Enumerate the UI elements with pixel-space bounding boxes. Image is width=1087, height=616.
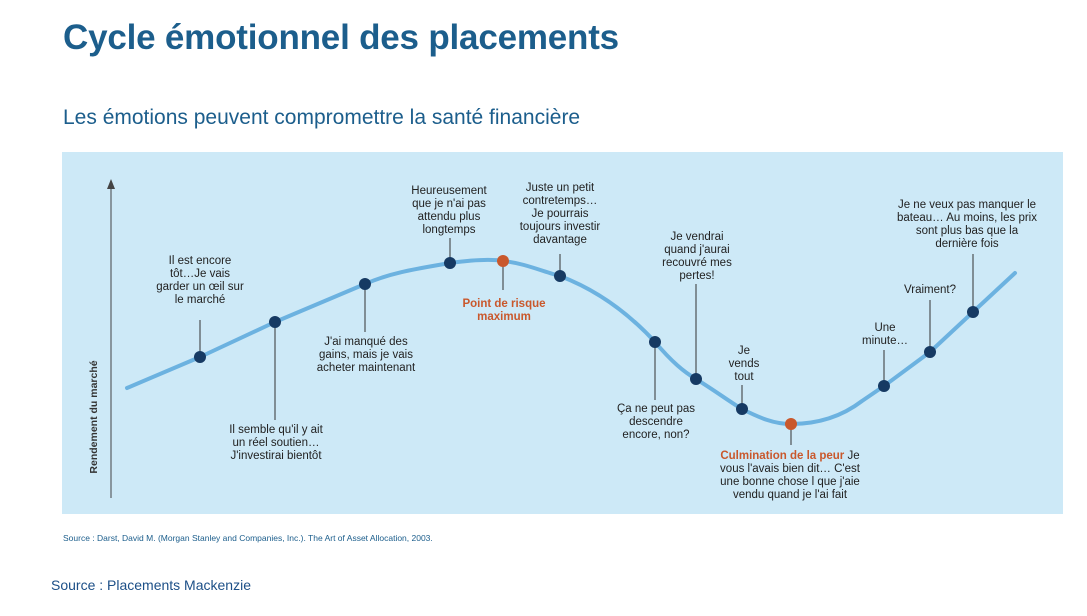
- source-reference: Source : Darst, David M. (Morgan Stanley…: [63, 533, 433, 543]
- cycle-point: [444, 257, 456, 269]
- fear-culmination-title: Culmination de la peur: [720, 450, 845, 462]
- fear-culmination-label: Culmination de la peur Je vous l'avais b…: [720, 450, 860, 501]
- page-title: Cycle émotionnel des placements: [63, 18, 619, 57]
- cycle-point: [878, 380, 890, 392]
- cycle-point: [924, 346, 936, 358]
- cycle-point: [554, 270, 566, 282]
- cycle-point: [269, 316, 281, 328]
- cycle-point: [649, 336, 661, 348]
- y-axis-label: Rendement du marché: [88, 360, 100, 474]
- page-subtitle: Les émotions peuvent compromettre la san…: [63, 106, 581, 129]
- cycle-point: [736, 403, 748, 415]
- cycle-point: [359, 278, 371, 290]
- cycle-graphic: [107, 179, 1017, 498]
- y-axis-arrowhead-icon: [107, 179, 115, 189]
- stage-label: Vraiment?: [904, 284, 956, 296]
- cycle-point: [194, 351, 206, 363]
- cycle-point: [690, 373, 702, 385]
- cycle-point: [967, 306, 979, 318]
- source-footer: Source : Placements Mackenzie: [51, 577, 251, 593]
- fear-bottom-point: [785, 418, 797, 430]
- risk-peak-point: [497, 255, 509, 267]
